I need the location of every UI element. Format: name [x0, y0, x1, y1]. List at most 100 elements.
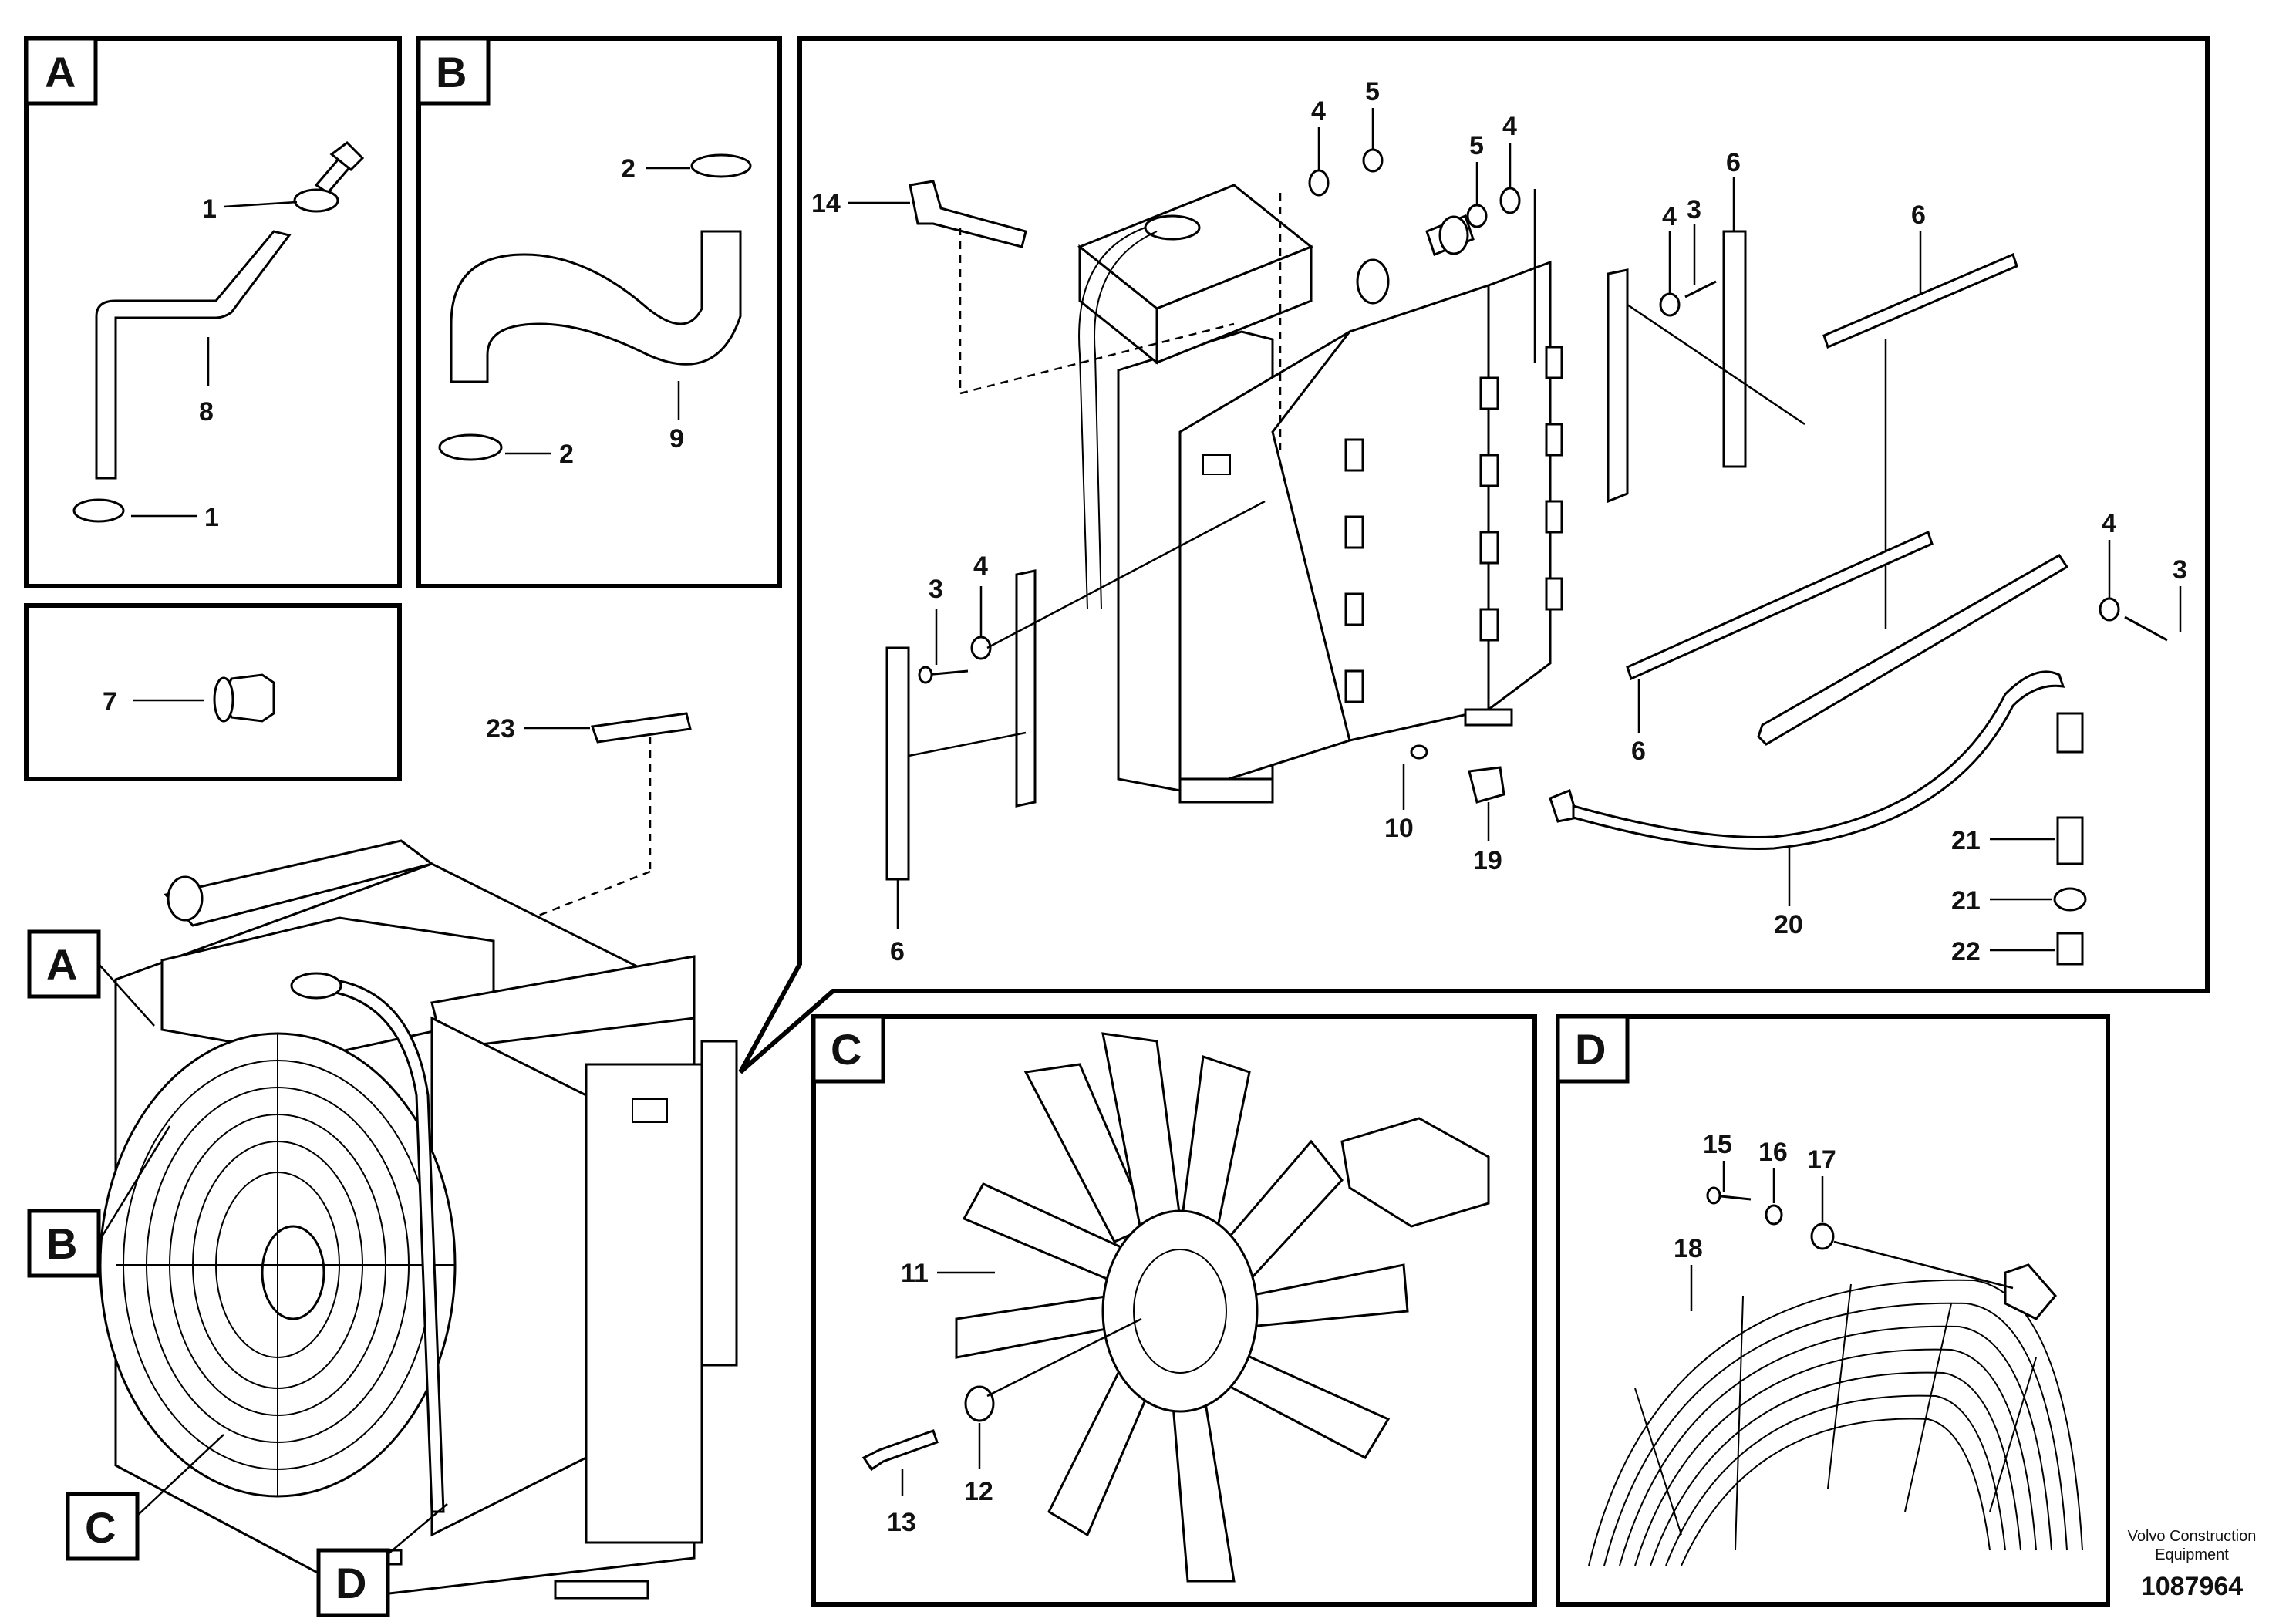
document-number: 1087964: [2141, 1572, 2243, 1601]
callout-16: 16: [1758, 1138, 1788, 1167]
fitting: [329, 141, 365, 172]
callout-21: 21: [1951, 886, 1981, 916]
decal-23: [590, 712, 692, 744]
bracket-right: [1607, 268, 1629, 504]
callout-2: 2: [559, 440, 574, 469]
callout-3: 3: [929, 575, 943, 604]
adapter-19: [1468, 766, 1505, 804]
callout-4: 4: [1311, 96, 1326, 126]
callout-11: 11: [901, 1259, 929, 1288]
washer-12: [964, 1385, 995, 1422]
clamp-1-bottom: [72, 498, 125, 523]
panel-b: B 2 9 2: [416, 36, 782, 588]
nut-21: [2053, 887, 2087, 912]
washer-4c: [1659, 292, 1681, 317]
fan-hub: [1101, 1209, 1259, 1413]
callout-1: 1: [202, 194, 217, 224]
panel-d: D 15 16 17 18: [1556, 1014, 2110, 1607]
drain-valve: [1410, 744, 1428, 760]
hose-20: [1572, 670, 2065, 850]
overview-tag-b: B: [46, 1219, 77, 1268]
callout-20: 20: [1774, 910, 1803, 939]
washer-4b: [1499, 187, 1521, 214]
bolt-13: [861, 1429, 939, 1472]
callout-4: 4: [1502, 112, 1517, 141]
seal-strip: [700, 1040, 738, 1367]
panel-a: A 1 8 1: [24, 36, 402, 588]
overview-tag-d: D: [335, 1559, 366, 1607]
fan-drive: [1340, 1117, 1490, 1228]
washer-17: [1810, 1222, 1835, 1250]
callout-14: 14: [811, 189, 841, 218]
side-panel: [585, 1063, 703, 1544]
callout-22: 22: [1951, 937, 1981, 966]
bracket-left: [1015, 569, 1037, 808]
washer-16: [1765, 1204, 1783, 1226]
washer-4d: [2099, 597, 2120, 622]
hose-8: [95, 230, 292, 480]
callout-18: 18: [1674, 1234, 1703, 1263]
callout-6: 6: [1726, 148, 1741, 177]
cap: [1144, 214, 1201, 241]
clamp-2-bottom: [438, 433, 503, 461]
callout-3: 3: [1687, 195, 1701, 224]
strip-6-lower: [1626, 530, 1934, 681]
filler-cap: [290, 972, 342, 1000]
washer-4: [1308, 169, 1330, 197]
brand-line-2: Equipment: [2155, 1546, 2229, 1563]
callout-4: 4: [2102, 509, 2116, 538]
nipple-7: [222, 673, 275, 723]
callout-6: 6: [890, 937, 905, 966]
callout-9: 9: [669, 424, 684, 454]
callout-15: 15: [1703, 1130, 1732, 1159]
callout-2: 2: [621, 154, 636, 184]
panel-a-letter: A: [45, 48, 76, 96]
callout-4: 4: [1662, 202, 1677, 231]
callout-6: 6: [1631, 737, 1646, 766]
panel-c: C 11 12 13: [811, 1014, 1537, 1607]
callout-17: 17: [1807, 1145, 1836, 1175]
nut-5: [1362, 148, 1384, 173]
clamp-2-top: [690, 153, 752, 178]
callout-10: 10: [1384, 814, 1414, 843]
hose-9: [450, 230, 742, 383]
panel-fitting-7: 7: [24, 603, 402, 781]
callout-4: 4: [973, 551, 988, 581]
callout-19: 19: [1473, 846, 1502, 875]
panel-c-letter: C: [831, 1025, 861, 1074]
callout-21: 21: [1951, 826, 1981, 855]
brand-line-1: Volvo Construction: [2128, 1528, 2257, 1545]
panel-d-letter: D: [1575, 1025, 1606, 1074]
fan-hub: [261, 1225, 325, 1320]
callout-23: 23: [486, 714, 515, 744]
washer-4e: [970, 636, 992, 660]
callout-3: 3: [2173, 555, 2187, 585]
support-bar: [1757, 554, 2069, 746]
strip-6: [1722, 230, 1747, 468]
callout-8: 8: [199, 397, 214, 427]
fitting-21: [2056, 816, 2084, 865]
footer: Volvo Construction Equipment 1087964: [2128, 1528, 2257, 1601]
strip-6-left: [885, 646, 910, 881]
clamp-1-top: [293, 188, 339, 213]
overflow-pipe: [326, 978, 445, 1513]
cap-22: [2056, 932, 2084, 966]
callout-12: 12: [964, 1477, 993, 1506]
bracket-14: [909, 180, 1027, 248]
panel-b-letter: B: [436, 48, 467, 96]
overview-tag-a: A: [46, 940, 77, 989]
overview-tag-c: C: [85, 1503, 116, 1552]
callout-13: 13: [887, 1508, 916, 1537]
nut-5b: [1466, 204, 1488, 228]
bolt-15: [1706, 1186, 1721, 1205]
callout-1: 1: [204, 503, 219, 532]
callout-6: 6: [1911, 201, 1926, 230]
panel-main-exploded: 14 4 5 5 4 6 4 3 6 6: [738, 36, 2210, 1074]
strip-6-upper: [1822, 252, 2018, 349]
core-3: [1487, 260, 1552, 712]
radiator-assembly-overview: 23 A B C: [27, 712, 738, 1617]
callout-7: 7: [103, 687, 117, 717]
callout-5: 5: [1365, 77, 1380, 106]
callout-5: 5: [1469, 131, 1484, 160]
